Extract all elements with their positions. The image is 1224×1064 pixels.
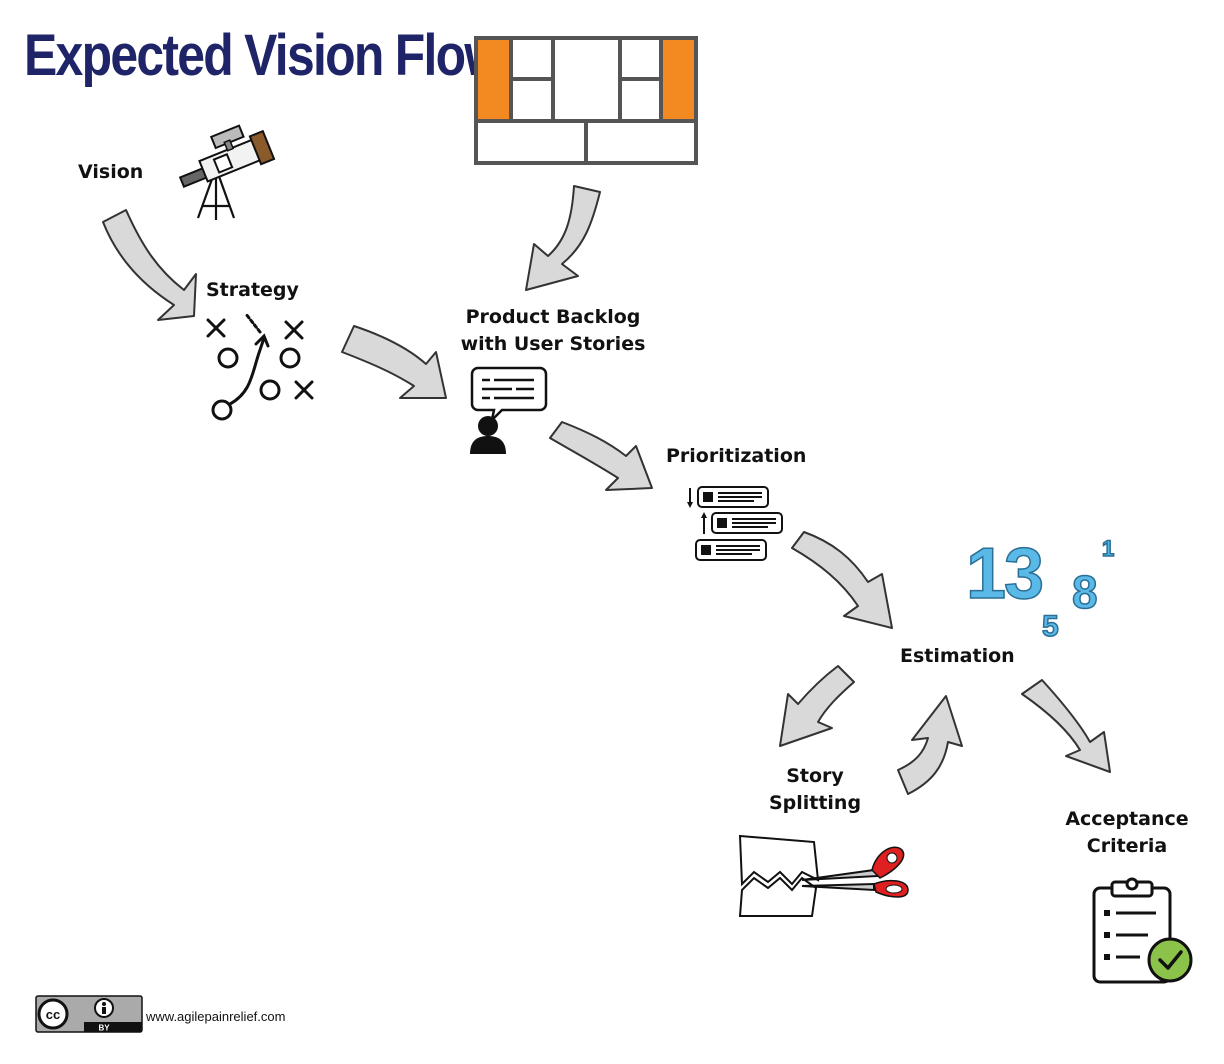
canvas-grid-icon [474,36,698,165]
cc-text: cc [46,1007,60,1022]
footer-url-link[interactable]: www.agilepainrelief.com [146,1009,286,1024]
estimation-number: 1 [966,534,1006,614]
estimation-number: 5 [1042,610,1059,643]
scissors-paper-icon [738,834,909,917]
arrow-splitting-to-estimation [897,695,963,795]
acceptance-label-line1: Acceptance [1065,808,1189,830]
estimation-label: Estimation [900,645,1015,667]
acceptance-label-line2: Criteria [1086,835,1168,857]
estimation-number: 3 [1004,534,1044,614]
arrow-backlog-to-prioritization [549,421,653,491]
backlog-label: Product Backlog with User Stories [438,304,668,358]
acceptance-label: Acceptance Criteria [1056,806,1198,860]
clipboard-check-icon [1092,877,1193,984]
strategy-label: Strategy [206,279,299,301]
arrow-vision-to-strategy [102,209,197,321]
estimation-numbers-icon: 1 3 8 1 5 [965,533,1115,644]
arrow-estimation-to-acceptance [1021,679,1111,773]
backlog-label-line2: with User Stories [460,333,646,355]
arrow-canvas-to-backlog [525,185,601,291]
by-text: BY [98,1024,110,1033]
estimation-number: 8 [1072,566,1098,618]
backlog-label-line1: Product Backlog [465,306,641,328]
estimation-number: 1 [1102,536,1114,561]
splitting-label: Story Splitting [750,763,880,817]
user-story-icon [470,366,548,454]
arrow-estimation-to-splitting [779,665,855,747]
play-diagram-icon [206,312,314,421]
splitting-label-line1: Story [786,765,844,787]
page-title: Expected Vision Flow [24,23,503,88]
splitting-label-line2: Splitting [768,792,862,814]
prioritization-list-icon [687,486,783,561]
vision-label: Vision [78,161,144,183]
prioritization-label: Prioritization [666,445,807,467]
arrow-prioritization-to-estimation [791,531,893,629]
arrow-strategy-to-backlog [341,325,447,399]
cc-license-icon: cc BY [35,995,143,1033]
telescope-icon [178,124,276,220]
